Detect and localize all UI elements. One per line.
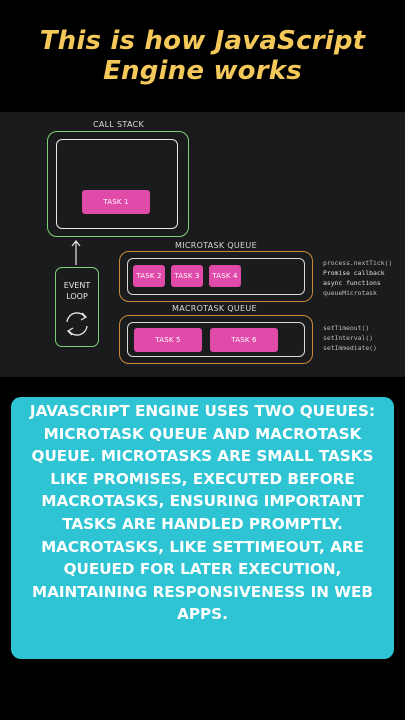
caption-line: LIKE PROMISES, EXECUTED BEFORE bbox=[50, 469, 355, 488]
title-line-2: Engine works bbox=[103, 56, 302, 86]
caption-line: MACROTASKS, LIKE SETTIMEOUT, ARE bbox=[41, 537, 364, 556]
caption-line: JAVASCRIPT ENGINE USES TWO QUEUES: bbox=[29, 402, 376, 420]
caption-line: QUEUE. MICROTASKS ARE SMALL TASKS bbox=[31, 447, 374, 466]
page-title: This is how JavaScript Engine works bbox=[0, 26, 405, 86]
macrotask-source: setImmediate() bbox=[323, 344, 377, 352]
caption-line: QUEUED FOR LATER EXECUTION, bbox=[63, 560, 342, 579]
js-engine-diagram: CALL STACK TASK 1 MICROTASK QUEUE TASK 2… bbox=[0, 112, 405, 377]
call-stack-label: CALL STACK bbox=[93, 120, 145, 129]
macrotask-source: setTimeout() bbox=[323, 324, 370, 332]
caption-line: MICROTASK QUEUE AND MACROTASK bbox=[43, 424, 362, 443]
microtask-task: TASK 4 bbox=[209, 265, 241, 287]
call-stack-task: TASK 1 bbox=[82, 190, 150, 214]
caption-line: MACROTASKS, ENSURING IMPORTANT bbox=[41, 492, 364, 511]
call-stack-inner-box bbox=[56, 139, 178, 229]
microtask-queue-outer-box bbox=[119, 251, 313, 302]
microtask-queue-label: MICROTASK QUEUE bbox=[175, 241, 257, 250]
call-stack-outer-box bbox=[47, 131, 189, 237]
caption-line: APPS. bbox=[177, 605, 228, 624]
microtask-source: queueMicrotask bbox=[323, 289, 377, 297]
caption-line: TASKS ARE HANDLED PROMPTLY. bbox=[62, 514, 343, 533]
macrotask-task: TASK 5 bbox=[134, 328, 202, 352]
microtask-source: process.nextTick() bbox=[323, 259, 393, 267]
event-loop-label: EVENT LOOP bbox=[56, 280, 98, 302]
microtask-sources: process.nextTick() Promise callback asyn… bbox=[323, 258, 392, 298]
caption-line: MAINTAINING RESPONSIVENESS IN WEB bbox=[31, 582, 374, 601]
microtask-task: TASK 2 bbox=[133, 265, 165, 287]
caption-background bbox=[11, 397, 394, 659]
macrotask-task: TASK 6 bbox=[210, 328, 278, 352]
microtask-task: TASK 3 bbox=[171, 265, 203, 287]
title-line-1: This is how JavaScript bbox=[39, 26, 366, 56]
event-loop-label-line: EVENT bbox=[63, 281, 91, 290]
event-loop-box: EVENT LOOP bbox=[55, 267, 99, 347]
macrotask-source: setInterval() bbox=[323, 334, 374, 342]
arrow-up-icon bbox=[71, 240, 81, 265]
microtask-source: async functions bbox=[323, 279, 381, 287]
caption-text: JAVASCRIPT ENGINE USES TWO QUEUES: MICRO… bbox=[11, 400, 394, 626]
macrotask-queue-label: MACROTASK QUEUE bbox=[172, 304, 257, 313]
macrotask-queue-outer-box bbox=[119, 315, 313, 364]
macrotask-sources: setTimeout() setInterval() setImmediate(… bbox=[323, 323, 377, 353]
event-loop-label-line: LOOP bbox=[66, 292, 88, 301]
loop-cycle-icon bbox=[66, 312, 88, 336]
macrotask-queue-inner-box bbox=[127, 322, 305, 357]
microtask-source: Promise callback bbox=[323, 269, 385, 277]
microtask-queue-inner-box bbox=[127, 258, 305, 295]
